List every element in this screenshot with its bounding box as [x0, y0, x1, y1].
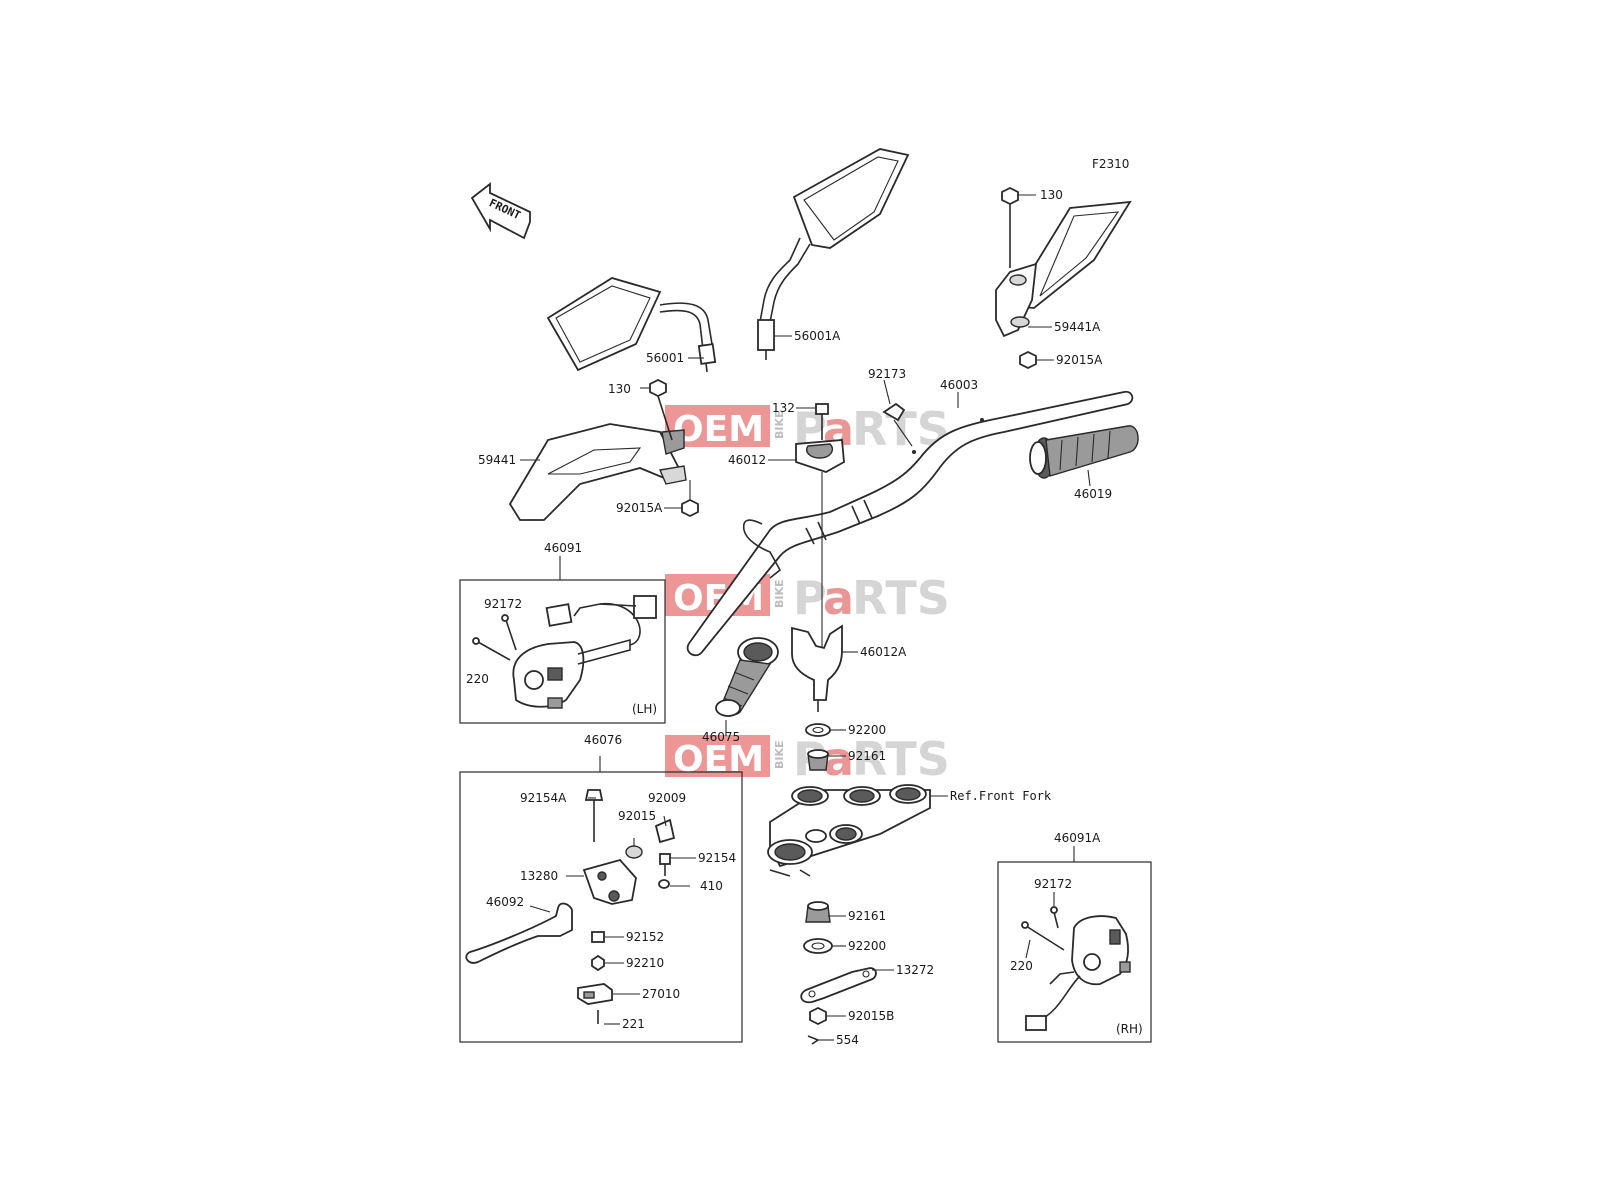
- collar-92152: [591, 931, 605, 943]
- bracket-13272: [800, 967, 877, 1004]
- callout-59441a: 59441A: [1054, 320, 1101, 334]
- callout-92009: 92009: [648, 791, 686, 805]
- callout-46012: 46012: [728, 453, 766, 467]
- svg-text:OEM: OEM: [673, 739, 764, 780]
- callout-92172-right: 92172: [1034, 877, 1072, 891]
- callout-lh: (LH): [632, 702, 657, 716]
- callout-92200-top: 92200: [848, 723, 886, 737]
- callout-92154: 92154: [698, 851, 736, 865]
- figure-code: F2310: [1092, 157, 1129, 171]
- screw-220-lh: [472, 637, 511, 661]
- svg-text:BIKE: BIKE: [773, 579, 786, 608]
- svg-text:RTS: RTS: [852, 571, 950, 625]
- callout-46075: 46075: [702, 730, 740, 744]
- callout-46092: 46092: [486, 895, 524, 909]
- callout-59441: 59441: [478, 453, 516, 467]
- svg-text:RTS: RTS: [852, 732, 950, 786]
- lever-46092: [465, 902, 573, 964]
- callout-92172-left: 92172: [484, 597, 522, 611]
- callout-92015b: 92015B: [848, 1009, 894, 1023]
- callout-92015a-left: 92015A: [616, 501, 663, 515]
- nut-92015b: [809, 1006, 827, 1026]
- grip-right: [1029, 425, 1139, 479]
- mirror-left: [546, 277, 717, 373]
- callout-554: 554: [836, 1033, 859, 1047]
- bolt-130-right: [1001, 186, 1019, 268]
- switch-housing-lh: [512, 595, 657, 709]
- front-arrow-icon: FRONT: [470, 182, 531, 240]
- callout-130-left: 130: [608, 382, 631, 396]
- switch-lh-frame: [459, 579, 666, 724]
- callout-92200-bottom: 92200: [848, 939, 886, 953]
- damper-lower: [805, 901, 831, 923]
- svg-text:P: P: [793, 571, 827, 625]
- callout-ref-front-fork: Ref.Front Fork: [950, 789, 1052, 803]
- callout-220-left: 220: [466, 672, 489, 686]
- nut-92015a-left: [681, 480, 699, 518]
- handguard-left: [508, 423, 687, 521]
- mirror-center: [757, 148, 910, 360]
- callout-56001: 56001: [646, 351, 684, 365]
- damper-upper: [807, 749, 829, 771]
- switch-27010: [577, 983, 613, 1005]
- callout-46019: 46019: [1074, 487, 1112, 501]
- steering-stem-head: [767, 784, 931, 877]
- callout-92015a-right: 92015A: [1056, 353, 1103, 367]
- callout-92210: 92210: [626, 956, 664, 970]
- nut-410: [658, 879, 670, 889]
- svg-text:OEM: OEM: [673, 409, 764, 450]
- nut-92210: [591, 954, 605, 972]
- screw-92172-rh: [1050, 906, 1059, 929]
- callout-220-right: 220: [1010, 959, 1033, 973]
- bolt-130-left: [649, 378, 673, 441]
- mirror-right: [995, 200, 1132, 338]
- svg-text:BIKE: BIKE: [773, 410, 786, 439]
- leader-lines: [520, 194, 1091, 1041]
- lever-frame: [459, 771, 743, 1043]
- callout-rh: (RH): [1116, 1022, 1143, 1036]
- callout-46012a: 46012A: [860, 645, 907, 659]
- callout-410: 410: [700, 879, 723, 893]
- callout-56001a: 56001A: [794, 329, 841, 343]
- callout-221: 221: [622, 1017, 645, 1031]
- callout-92161-top: 92161: [848, 749, 886, 763]
- washer-lower: [803, 938, 833, 954]
- nut-92015a-right: [1019, 350, 1037, 370]
- callout-132: 132: [772, 401, 795, 415]
- callout-92152: 92152: [626, 930, 664, 944]
- callout-92154a: 92154A: [520, 791, 567, 805]
- callout-92161-bottom: 92161: [848, 909, 886, 923]
- watermark-2: OEM BIKE P a RTS: [665, 571, 950, 625]
- callout-130-right: 130: [1040, 188, 1063, 202]
- switch-housing-rh: [1025, 915, 1131, 1031]
- callout-46091: 46091: [544, 541, 582, 555]
- bolt-92154: [659, 853, 671, 876]
- callout-13280: 13280: [520, 869, 558, 883]
- washer-92015: [625, 845, 643, 859]
- screw-220-rh: [1021, 921, 1065, 951]
- svg-text:a: a: [823, 571, 854, 625]
- callout-labels: 130 59441A 92015A 56001A 56001 130 59441…: [466, 188, 1143, 1047]
- screw-92172-lh: [501, 614, 517, 651]
- watermark-3: OEM BIKE P a RTS: [665, 732, 950, 786]
- clip-92173: [882, 402, 913, 447]
- washer-upper: [805, 723, 831, 737]
- grip-left: [715, 637, 779, 717]
- callout-46091a: 46091A: [1054, 831, 1101, 845]
- callout-92015: 92015: [618, 809, 656, 823]
- callout-46003: 46003: [940, 378, 978, 392]
- holder-lower: [791, 624, 843, 712]
- clip-554: [807, 1035, 820, 1045]
- callout-92173: 92173: [868, 367, 906, 381]
- lever-holder-13280: [582, 858, 637, 905]
- callout-13272: 13272: [896, 963, 934, 977]
- svg-text:a: a: [823, 732, 854, 786]
- callout-27010: 27010: [642, 987, 680, 1001]
- handlebar: [686, 390, 1134, 657]
- callout-46076: 46076: [584, 733, 622, 747]
- svg-text:BIKE: BIKE: [773, 740, 786, 769]
